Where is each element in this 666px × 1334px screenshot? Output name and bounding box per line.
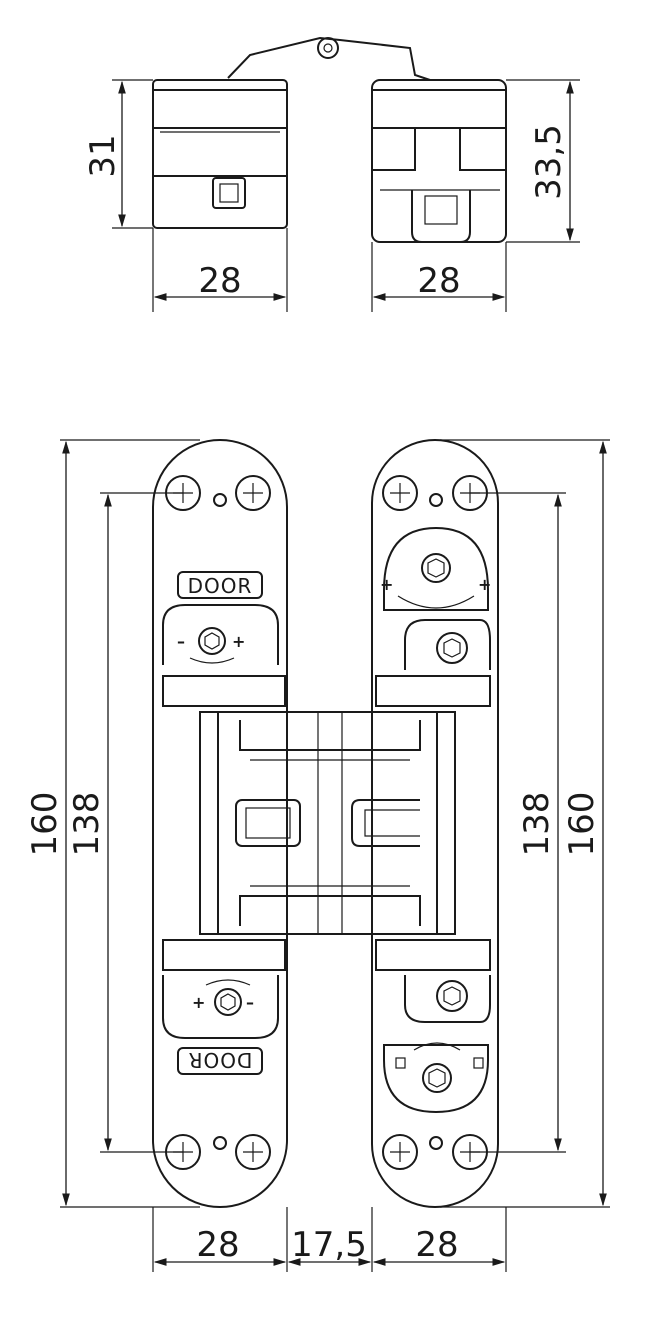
right-upper-bar: [375, 675, 491, 707]
right-link-slot: [351, 799, 420, 847]
pin-hole: [213, 1136, 227, 1150]
dim-bottom-right: 28: [415, 1225, 458, 1265]
pin-hole: [213, 493, 227, 507]
minus-icon: –: [246, 993, 254, 1012]
top-left-block: [152, 79, 288, 229]
top-left-screw: [212, 177, 246, 209]
hinge-body: [199, 711, 456, 935]
left-link-slot: [235, 799, 301, 847]
dim-left-total: 160: [25, 792, 65, 857]
left-upper-bar: [162, 675, 286, 707]
adjust-screw-icon: [214, 988, 242, 1016]
left-bottom-adjuster-housing: [162, 975, 279, 1039]
screw-hole-icon: [382, 1134, 418, 1170]
right-top-cam-housing: [383, 526, 489, 611]
screw-hole-icon: [235, 475, 271, 511]
door-label-bottom: DOOR: [188, 1048, 253, 1072]
top-right-block: [371, 79, 507, 243]
rotate-arrow-icon: [413, 1042, 461, 1051]
left-top-adjuster-housing: [162, 604, 279, 665]
minus-icon: –: [177, 632, 185, 651]
dim-top-left-width: 28: [198, 261, 241, 301]
rotate-arrow-icon: [189, 657, 235, 664]
rotate-arrow-icon: [205, 979, 251, 986]
left-lower-bar: [162, 939, 286, 971]
plus-icon: +: [192, 993, 205, 1012]
dim-right-holes: 138: [517, 792, 557, 857]
left-plate: [152, 439, 288, 1208]
dim-top-right-width: 28: [417, 261, 460, 301]
plus-icon: +: [478, 575, 491, 594]
cam-screw-icon: [422, 1063, 452, 1093]
lower-link: [239, 895, 421, 926]
right-top-screw-housing: [404, 619, 491, 670]
pivot-arm: [227, 36, 431, 81]
dim-top-left-height: 31: [83, 134, 123, 177]
plus-icon: +: [380, 575, 393, 594]
right-plate: [371, 439, 499, 1208]
rotate-arrow-icon: [397, 595, 475, 609]
c-marker-icon: [395, 1057, 406, 1069]
door-label-top: DOOR: [188, 574, 253, 598]
pin-hole: [429, 1136, 443, 1150]
d-marker-icon: [473, 1057, 484, 1069]
right-lower-bar: [375, 939, 491, 971]
pivot-pin: [317, 37, 339, 59]
adjust-screw-icon: [436, 980, 468, 1012]
top-view: 31 33,5 28 28: [83, 36, 580, 312]
right-bottom-screw-housing: [404, 975, 491, 1023]
upper-link: [239, 720, 421, 751]
dim-top-right-height: 33,5: [529, 124, 569, 200]
dim-bottom-left: 28: [196, 1225, 239, 1265]
door-label-box: [177, 571, 263, 599]
adjust-screw-icon: [198, 627, 226, 655]
front-view: DOOR DOOR – + + – + +: [25, 439, 610, 1272]
adjust-screw-icon: [436, 632, 468, 664]
right-bottom-cam-housing: [383, 1044, 489, 1114]
door-label-box-bottom: [177, 1047, 263, 1075]
screw-hole-icon: [382, 475, 418, 511]
plus-icon: +: [232, 632, 245, 651]
dim-left-holes: 138: [67, 792, 107, 857]
pin-hole: [429, 493, 443, 507]
top-right-cam: [411, 190, 471, 243]
screw-hole-icon: [235, 1134, 271, 1170]
cam-screw-icon: [421, 553, 451, 583]
dim-right-total: 160: [562, 792, 602, 857]
dim-bottom-gap: 17,5: [291, 1225, 367, 1265]
